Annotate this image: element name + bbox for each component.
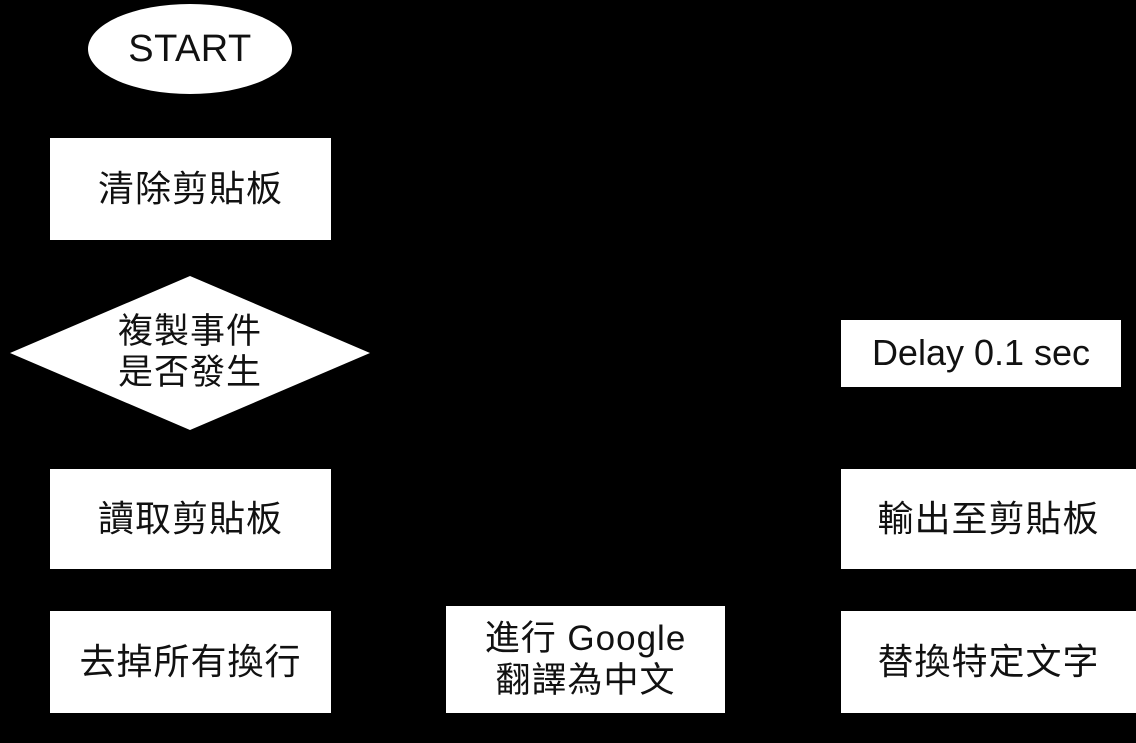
flowchart-node-google-translate[interactable]: 進行 Google 翻譯為中文	[446, 606, 725, 713]
flowchart-node-clear-clipboard-label: 清除剪貼板	[97, 167, 283, 209]
flowchart-node-start[interactable]: START	[88, 4, 292, 94]
flowchart-node-google-translate-label: 進行 Google 翻譯為中文	[484, 619, 687, 700]
flowchart-node-delay-label: Delay 0.1 sec	[871, 332, 1091, 374]
flowchart-node-clear-clipboard[interactable]: 清除剪貼板	[50, 138, 331, 240]
flowchart-node-read-clipboard-label: 讀取剪貼板	[97, 497, 283, 539]
flowchart-node-read-clipboard[interactable]: 讀取剪貼板	[50, 469, 331, 569]
flowchart-node-start-label: START	[128, 27, 252, 70]
flowchart-node-remove-newlines[interactable]: 去掉所有換行	[50, 611, 331, 713]
flowchart-node-copy-event-check[interactable]: 複製事件 是否發生	[10, 276, 370, 430]
flowchart-node-output-to-clipboard[interactable]: 輸出至剪貼板	[841, 469, 1136, 569]
flowchart-node-replace-text[interactable]: 替換特定文字	[841, 611, 1136, 713]
flowchart-node-delay[interactable]: Delay 0.1 sec	[841, 320, 1121, 387]
flowchart-node-replace-text-label: 替換特定文字	[877, 640, 1100, 682]
flowchart-node-output-to-clipboard-label: 輸出至剪貼板	[877, 497, 1100, 539]
flowchart-node-remove-newlines-label: 去掉所有換行	[79, 640, 302, 682]
flowchart-node-copy-event-check-label: 複製事件 是否發生	[117, 312, 262, 392]
